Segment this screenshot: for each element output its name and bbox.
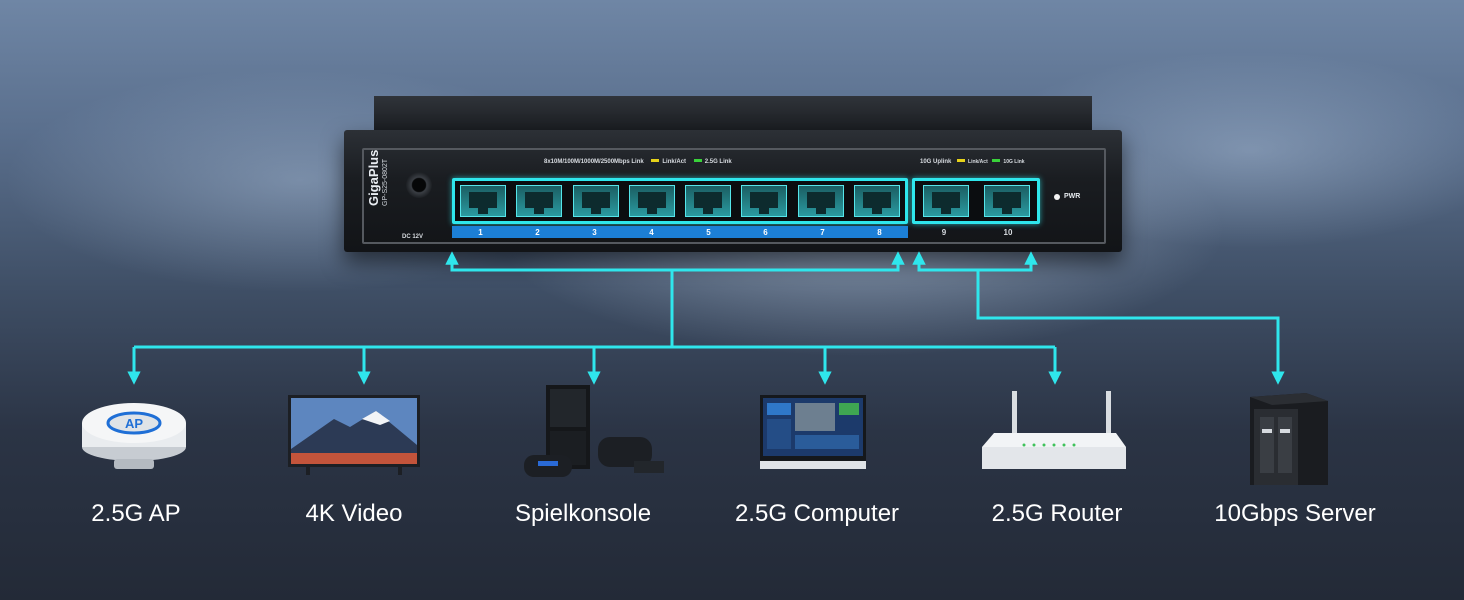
- uplink-ports-9-10: [912, 178, 1040, 224]
- uplink-bracket-line: [912, 251, 1038, 272]
- device-label-computer: 2.5G Computer: [734, 500, 900, 527]
- port-number-bar: 1 2 3 4 5 6 7 8: [452, 226, 908, 238]
- device-label-game-console: Spielkonsole: [514, 500, 652, 527]
- rj45-port-5[interactable]: [685, 185, 732, 217]
- 10g-led-icon: [992, 159, 1001, 163]
- switch-top-cover: [374, 96, 1092, 130]
- port-number: 8: [877, 227, 882, 237]
- uplink-route-line: [976, 270, 1285, 385]
- server-icon: [1250, 393, 1328, 485]
- access-point-icon: AP: [82, 403, 186, 469]
- port-number: 6: [763, 227, 768, 237]
- uplink-port-10[interactable]: [983, 185, 1030, 217]
- monitor-icon: [760, 395, 866, 469]
- switch-front-panel: GigaPlus GP-S25-0802T DC 12V 8x10M/100M/…: [344, 130, 1122, 252]
- main-ports-label: 8x10M/100M/1000M/2500Mbps Link Link/Act …: [544, 159, 732, 165]
- lan-bracket-line: [445, 251, 905, 272]
- uplink-title-label: 10G Uplink: [920, 159, 952, 165]
- 25g-led-icon: [693, 159, 702, 163]
- device-label-4k-video: 4K Video: [305, 500, 403, 527]
- device-label-router: 2.5G Router: [991, 500, 1123, 527]
- rj45-ports-1-8: [452, 178, 908, 224]
- device-label-ap: 2.5G AP: [91, 500, 181, 527]
- rj45-port-3[interactable]: [572, 185, 619, 217]
- router-icon: [982, 391, 1126, 469]
- device-label-server: 10Gbps Server: [1214, 500, 1376, 527]
- dc-label: DC 12V: [402, 234, 424, 240]
- main-ports-speed-label: 8x10M/100M/1000M/2500Mbps Link: [544, 159, 644, 165]
- rj45-port-7[interactable]: [797, 185, 844, 217]
- switch-panel-frame: GigaPlus GP-S25-0802T DC 12V 8x10M/100M/…: [362, 148, 1106, 244]
- link-act-led-icon: [651, 159, 660, 163]
- port-number: 5: [706, 227, 711, 237]
- uplink-link-act-led-icon: [957, 159, 966, 163]
- uplink-link-act-led-label: Link/Act: [968, 159, 988, 165]
- network-switch: GigaPlus GP-S25-0802T DC 12V 8x10M/100M/…: [344, 96, 1122, 254]
- dc-power-jack: [406, 172, 432, 198]
- tv-icon: [288, 395, 420, 475]
- port-number: 3: [592, 227, 597, 237]
- uplink-port-9[interactable]: [922, 185, 969, 217]
- rj45-port-6[interactable]: [741, 185, 788, 217]
- power-label: PWR: [1064, 193, 1081, 200]
- link-act-led-label: Link/Act: [662, 159, 687, 165]
- 25g-led-label: 2.5G Link: [704, 159, 732, 165]
- ap-badge-text: AP: [125, 416, 143, 431]
- uplink-number: 9: [941, 227, 947, 237]
- port-number: 7: [820, 227, 825, 237]
- 10g-led-label: 10G Link: [1003, 159, 1025, 165]
- rj45-port-8[interactable]: [853, 185, 900, 217]
- port-number: 1: [478, 227, 483, 237]
- rj45-port-4[interactable]: [628, 185, 675, 217]
- uplink-ports-label: 10G Uplink Link/Act 10G Link: [920, 159, 1025, 165]
- uplink-number-row: 9 10: [912, 226, 1040, 238]
- game-console-icon: [524, 385, 664, 477]
- rj45-port-2[interactable]: [516, 185, 563, 217]
- power-led-icon: [1054, 194, 1060, 200]
- uplink-number: 10: [1003, 227, 1013, 237]
- rj45-port-1[interactable]: [460, 185, 507, 217]
- port-number: 4: [649, 227, 654, 237]
- port-number: 2: [535, 227, 540, 237]
